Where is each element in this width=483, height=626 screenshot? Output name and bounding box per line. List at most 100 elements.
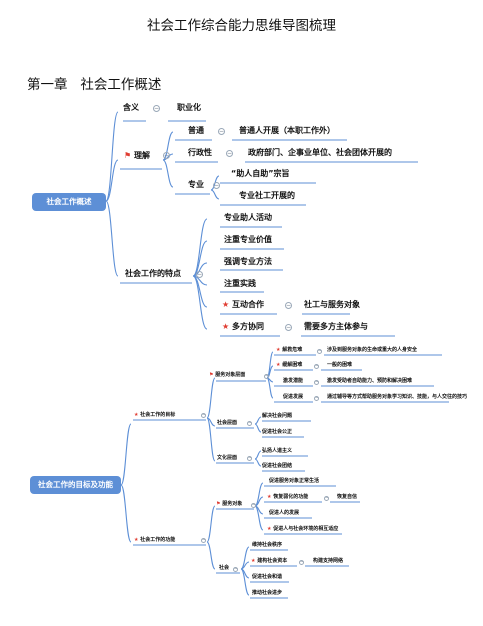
node-functions-label: 社会工作的功能 xyxy=(140,537,176,543)
chapter-name: 社会工作概述 xyxy=(80,77,162,93)
node-feature-interaction: ★ 互动合作 xyxy=(222,301,264,309)
collapse-toggle-potential[interactable]: − xyxy=(314,380,319,385)
node-restore-function: ★ 恢复弱化的功能 xyxy=(267,495,308,500)
star-icon: ★ xyxy=(276,347,281,353)
node-goals-client: ⚑ 服务对象层面 xyxy=(209,373,245,378)
collapse-toggle-relieve[interactable]: − xyxy=(314,364,319,369)
node-feature-helping: 专业助人活动 xyxy=(224,213,272,222)
node-feature-methods: 强调专业方法 xyxy=(224,257,272,266)
star-icon: ★ xyxy=(134,537,139,543)
node-relieve: ★ 缓解困难 xyxy=(276,363,302,368)
star-icon: ★ xyxy=(251,558,256,564)
node-goals: ★ 社会工作的目标 xyxy=(134,413,175,418)
node-adaptation: ★ 促进人与社会环境的相互适应 xyxy=(267,527,338,532)
collapse-toggle-ordinary[interactable]: − xyxy=(218,128,225,135)
node-functions-client-label: 服务对象 xyxy=(222,501,243,507)
node-social-harmony: 促进社会和谐 xyxy=(252,574,283,580)
node-feature-collaboration-detail: 需要多方主体参与 xyxy=(304,322,368,331)
node-development-detail: 通过辅导等方式帮助服务对象学习知识、技能，与人交往的技巧 xyxy=(327,394,468,400)
collapse-toggle-goals-society[interactable]: − xyxy=(247,421,252,426)
node-professional-purpose: “助人自助”宗旨 xyxy=(231,169,290,178)
node-feature-collaboration: ★ 多方协同 xyxy=(222,323,264,331)
collapse-toggle-restore-function[interactable]: − xyxy=(324,496,329,501)
collapse-toggle-rescue[interactable]: − xyxy=(317,349,322,354)
node-humanitarianism: 弘扬人道主义 xyxy=(262,448,293,454)
node-social-capital-label: 建构社会资本 xyxy=(257,558,288,564)
collapse-toggle-collaboration[interactable]: − xyxy=(285,324,292,331)
node-potential: 激发潜能 xyxy=(283,378,304,384)
node-goals-client-label: 服务对象层面 xyxy=(215,372,246,378)
node-features: 社会工作的特点 xyxy=(125,269,181,278)
node-rescue: ★ 解救危难 xyxy=(276,348,302,353)
node-social-order: 维持社会秩序 xyxy=(252,542,283,548)
node-promote-justice: 促进社会公正 xyxy=(262,429,293,435)
node-feature-values: 注重专业价值 xyxy=(224,235,272,244)
node-social-capital: ★ 建构社会资本 xyxy=(251,559,287,564)
chapter-heading: 第一章 社会工作概述 xyxy=(27,73,161,93)
collapse-toggle-meaning[interactable]: − xyxy=(153,105,160,112)
collapse-toggle-functions[interactable]: − xyxy=(201,538,206,543)
collapse-toggle-understanding[interactable]: − xyxy=(163,152,170,159)
collapse-toggle-functions-client[interactable]: − xyxy=(251,503,256,508)
node-solve-problems: 解决社会问题 xyxy=(262,413,293,419)
collapse-toggle-goals-culture[interactable]: − xyxy=(247,456,252,461)
star-icon: ★ xyxy=(267,526,272,532)
node-feature-interaction-detail: 社工与服务对象 xyxy=(304,300,360,309)
collapse-toggle-development[interactable]: − xyxy=(314,396,319,401)
collapse-toggle-goals[interactable]: − xyxy=(201,413,206,418)
flag-icon: ⚑ xyxy=(216,501,221,507)
chapter-number: 第一章 xyxy=(27,77,68,93)
collapse-toggle-interaction[interactable]: − xyxy=(285,302,292,309)
node-goals-label: 社会工作的目标 xyxy=(140,412,176,418)
collapse-toggle-administrative[interactable]: − xyxy=(226,150,233,157)
mindmap-root-overview: 社会工作概述 xyxy=(32,193,106,211)
node-functions-society: 社会 xyxy=(219,565,230,571)
collapse-toggle-goals-client[interactable]: − xyxy=(264,374,269,379)
node-feature-practice: 注重实践 xyxy=(224,279,256,288)
node-social-progress: 推动社会进步 xyxy=(252,590,283,596)
node-relieve-detail: 一般的困难 xyxy=(327,362,353,368)
node-goals-society: 社会层面 xyxy=(217,420,238,426)
node-professional-social-worker: 专业社工开展的 xyxy=(239,191,295,200)
star-icon: ★ xyxy=(267,494,272,500)
star-icon: ★ xyxy=(222,300,230,309)
collapse-toggle-social-capital[interactable]: − xyxy=(299,560,304,565)
node-normal-life: 促进服务对象正常生活 xyxy=(269,478,320,484)
node-functions: ★ 社会工作的功能 xyxy=(134,538,175,543)
node-relieve-label: 缓解困难 xyxy=(282,362,303,368)
node-human-development: 促进人的发展 xyxy=(269,510,300,516)
node-solidarity: 促进社会团结 xyxy=(262,463,293,469)
star-icon: ★ xyxy=(222,322,230,331)
node-ordinary: 普通 xyxy=(188,126,204,135)
node-feature-collaboration-label: 多方协同 xyxy=(231,322,264,331)
document-title: 社会工作综合能力思维导图梳理 xyxy=(147,18,336,34)
node-rescue-detail: 涉及到服务对象的生命或重大的人身安全 xyxy=(327,347,418,353)
node-rescue-label: 解救危难 xyxy=(282,347,303,353)
collapse-toggle-professional[interactable]: − xyxy=(213,182,220,189)
node-administrative-detail: 政府部门、企事业单位、社会团体开展的 xyxy=(248,148,392,157)
node-administrative: 行政性 xyxy=(188,148,212,157)
node-professional: 专业 xyxy=(188,180,204,189)
flag-icon: ⚑ xyxy=(209,372,214,378)
node-goals-culture: 文化层面 xyxy=(217,455,238,461)
collapse-toggle-functions-society[interactable]: − xyxy=(233,567,238,572)
star-icon: ★ xyxy=(276,362,281,368)
node-understanding: ⚑ 理解 xyxy=(124,152,150,160)
collapse-toggle-features[interactable]: − xyxy=(196,271,203,278)
node-ordinary-detail: 普通人开展（本职工作外） xyxy=(239,126,335,135)
node-restore-function-label: 恢复弱化的功能 xyxy=(273,494,309,500)
node-potential-detail: 激发受助者自助能力、预防和解决困难 xyxy=(327,378,413,384)
node-feature-interaction-label: 互动合作 xyxy=(231,300,264,309)
node-meaning-professionalization: 职业化 xyxy=(177,103,201,112)
node-support-network: 构建支持网络 xyxy=(313,558,344,564)
node-understanding-label: 理解 xyxy=(133,151,150,160)
node-meaning: 含义 xyxy=(123,103,139,112)
node-adaptation-label: 促进人与社会环境的相互适应 xyxy=(273,526,339,532)
node-functions-client: ⚑ 服务对象 xyxy=(216,502,242,507)
node-restore-confidence: 恢复自信 xyxy=(337,494,358,500)
mindmap-root-goals-functions: 社会工作的目标及功能 xyxy=(30,476,121,494)
star-icon: ★ xyxy=(134,412,139,418)
node-development: 促进发展 xyxy=(283,394,304,400)
flag-icon: ⚑ xyxy=(124,151,132,160)
